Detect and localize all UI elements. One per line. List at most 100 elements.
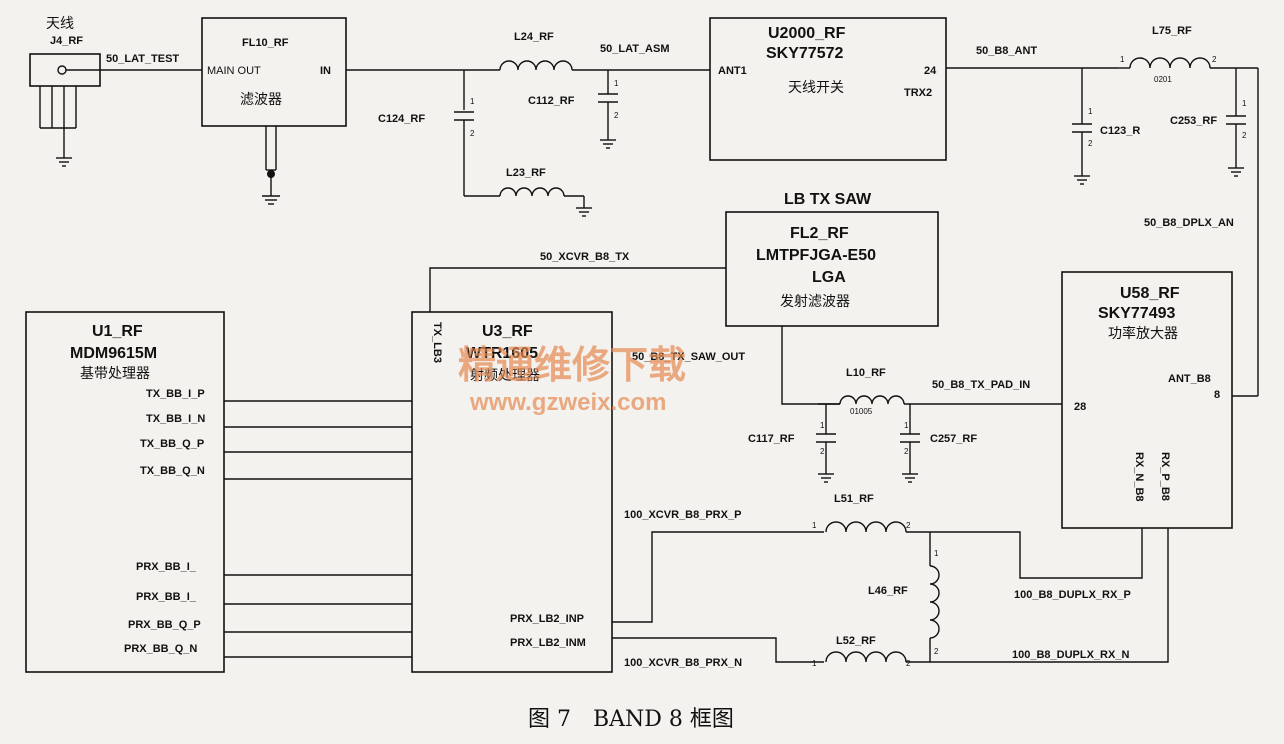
u3-ref: U3_RF [482, 323, 533, 340]
svg-text:1: 1 [614, 79, 619, 88]
l52-ref: L52_RF [836, 635, 876, 647]
svg-text:2: 2 [470, 129, 475, 138]
u2000-pin-trx2: TRX2 [904, 87, 932, 99]
u1-pin-tx-i-p: TX_BB_I_P [146, 388, 205, 400]
capacitor-c257: 1 2 C257_RF [900, 404, 977, 483]
capacitor-c124: 1 2 C124_RF [378, 97, 475, 196]
antenna-label: 天线 [46, 16, 74, 32]
u2000-pin-ant1: ANT1 [718, 65, 747, 77]
u3-pin-inm: PRX_LB2_INM [510, 637, 586, 649]
fl2-package: LGA [812, 269, 846, 286]
fl10-ref: FL10_RF [242, 37, 289, 49]
svg-text:2: 2 [614, 111, 619, 120]
l46-ref: L46_RF [868, 585, 908, 597]
u2000-ref: U2000_RF [768, 25, 846, 42]
tx-saw-filter-fl2: LB TX SAW FL2_RF LMTPFJGA-E50 LGA 发射滤波器 [725, 191, 939, 327]
svg-text:2: 2 [906, 521, 911, 530]
l75-package: 0201 [1154, 75, 1172, 84]
net-lat-test: 50_LAT_TEST [106, 53, 179, 65]
u2000-desc: 天线开关 [788, 80, 844, 96]
capacitor-c117: 1 2 C117_RF [748, 404, 836, 483]
baseband-bus [224, 400, 412, 658]
fl10-pin-in: IN [320, 65, 331, 77]
u1-desc: 基带处理器 [80, 365, 150, 382]
inductor-l10: L10_RF 01005 [839, 367, 905, 416]
u1-pin-prx-q-n: PRX_BB_Q_N [124, 643, 197, 655]
svg-text:1: 1 [1088, 107, 1093, 116]
u3-desc: 射频处理器 [470, 368, 540, 384]
svg-text:1: 1 [1120, 55, 1125, 64]
svg-text:1: 1 [934, 549, 939, 558]
antenna-switch-u2000: U2000_RF SKY77572 ANT1 24 TRX2 天线开关 [709, 17, 947, 161]
net-duplx-rx-n: 100_B8_DUPLX_RX_N [1012, 649, 1129, 661]
svg-text:2: 2 [1212, 55, 1217, 64]
svg-text:1: 1 [904, 421, 909, 430]
watermark: 精通维修下载 www.gzweix.com [458, 343, 686, 416]
u2000-pin-24: 24 [924, 65, 937, 77]
transceiver-u3: U3_RF WTR1605 射频处理器 TX_LB3 PRX_LB2_INP P… [411, 311, 613, 673]
svg-text:2: 2 [1242, 131, 1247, 140]
fl2-ref: FL2_RF [790, 225, 849, 242]
svg-text:1: 1 [470, 97, 475, 106]
u3-pin-inp: PRX_LB2_INP [510, 613, 584, 625]
net-duplx-rx-p: 100_B8_DUPLX_RX_P [1014, 589, 1131, 601]
svg-text:2: 2 [904, 447, 909, 456]
capacitor-c123: 12 C123_R [1072, 68, 1140, 185]
watermark-cn: 精通维修下载 [458, 343, 686, 387]
net-b8-tx-saw-out: 50_B8_TX_SAW_OUT [632, 351, 745, 363]
c124-ref: C124_RF [378, 113, 425, 125]
l24-ref: L24_RF [514, 31, 554, 43]
u1-pin-prx-i-n: PRX_BB_I_ [136, 591, 197, 603]
u1-pin-prx-i-p: PRX_BB_I_ [136, 561, 197, 573]
power-amplifier-u58: U58_RF SKY77493 功率放大器 ANT_B8 8 28 RX_N_B… [1061, 271, 1233, 529]
c253-ref: C253_RF [1170, 115, 1217, 127]
c123-ref: C123_R [1100, 125, 1140, 137]
fl2-header: LB TX SAW [784, 191, 872, 208]
svg-text:1: 1 [820, 421, 825, 430]
svg-text:1: 1 [812, 659, 817, 668]
inductor-l51: 1 2 L51_RF [812, 493, 911, 533]
baseband-u1: U1_RF MDM9615M 基带处理器 TX_BB_I_P TX_BB_I_N… [25, 311, 225, 673]
net-xcvr-b8-tx: 50_XCVR_B8_TX [540, 251, 630, 263]
u58-pin-28: 28 [1074, 401, 1086, 413]
figure-caption: 图 7 BAND 8 框图 [528, 707, 734, 732]
net-xcvr-prx-n: 100_XCVR_B8_PRX_N [624, 657, 742, 669]
u2000-part: SKY77572 [766, 45, 843, 62]
inductor-l75: 1 2 L75_RF 0201 [1120, 25, 1217, 84]
u1-pin-tx-i-n: TX_BB_I_N [146, 413, 205, 425]
capacitor-c253: 12 C253_RF [1170, 68, 1247, 177]
watermark-url: www.gzweix.com [469, 389, 667, 416]
u1-part: MDM9615M [70, 345, 157, 362]
u1-pin-prx-q-p: PRX_BB_Q_P [128, 619, 201, 631]
svg-text:2: 2 [820, 447, 825, 456]
net-b8-dplx-an: 50_B8_DPLX_AN [1144, 217, 1234, 229]
inductor-l52: 1 2 L52_RF [812, 635, 911, 668]
svg-text:2: 2 [906, 659, 911, 668]
u1-pin-tx-q-p: TX_BB_Q_P [140, 438, 204, 450]
antenna-ref: J4_RF [50, 35, 83, 47]
u58-desc: 功率放大器 [1108, 325, 1178, 342]
l10-ref: L10_RF [846, 367, 886, 379]
inductor-l24: L24_RF [499, 31, 573, 71]
fl10-pin-main-out: MAIN OUT [207, 65, 261, 77]
fl2-desc: 发射滤波器 [780, 294, 850, 310]
u58-pin-rx-p-b8: RX_P_B8 [1159, 452, 1171, 501]
l10-package: 01005 [850, 407, 873, 416]
inductor-l46: 12 L46_RF [868, 532, 940, 662]
l75-ref: L75_RF [1152, 25, 1192, 37]
l51-ref: L51_RF [834, 493, 874, 505]
l23-ref: L23_RF [506, 167, 546, 179]
net-b8-ant: 50_B8_ANT [976, 45, 1037, 57]
u58-ref: U58_RF [1120, 285, 1180, 302]
fl2-part: LMTPFJGA-E50 [756, 247, 876, 264]
u58-pin-8: 8 [1214, 389, 1220, 401]
svg-text:1: 1 [812, 521, 817, 530]
c257-ref: C257_RF [930, 433, 977, 445]
net-xcvr-prx-p: 100_XCVR_B8_PRX_P [624, 509, 741, 521]
antenna-connector-j4: 天线 J4_RF [29, 16, 101, 167]
inductor-l23: L23_RF [499, 167, 592, 217]
c117-ref: C117_RF [748, 433, 795, 445]
u3-part: WTR1605 [466, 345, 538, 362]
capacitor-c112: 12 C112_RF [528, 70, 619, 149]
u58-pin-rx-n-b8: RX_N_B8 [1133, 452, 1145, 502]
